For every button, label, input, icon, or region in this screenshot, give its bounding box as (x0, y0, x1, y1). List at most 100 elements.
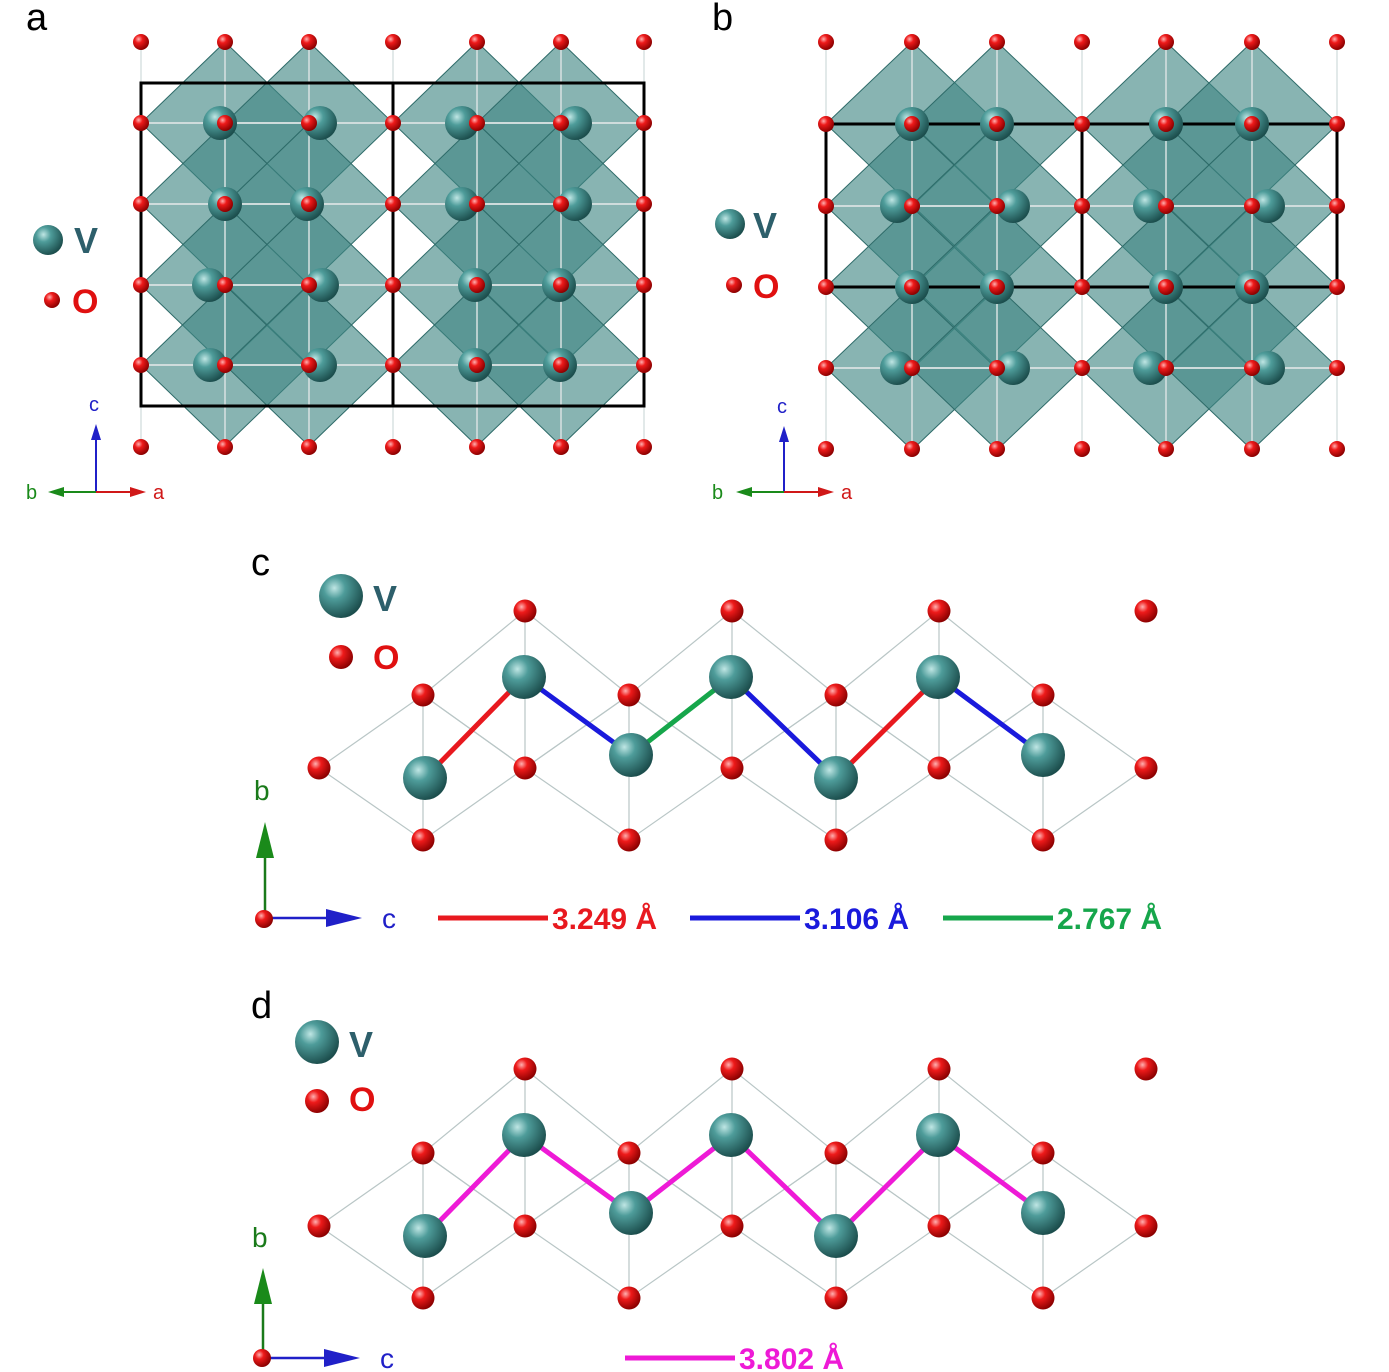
o-atom (636, 115, 652, 131)
o-atom (217, 34, 233, 50)
legend-v-label-b: V (753, 205, 777, 246)
legend-o-label-a: O (72, 283, 98, 321)
o-atom (720, 1214, 744, 1238)
v-atom (1021, 1191, 1065, 1235)
o-atom (469, 115, 485, 131)
distance-label-3-c: 2.767 Å (1057, 903, 1162, 936)
structure-a (133, 34, 652, 455)
o-atom (927, 599, 951, 623)
axis-c-head-d (324, 1349, 360, 1367)
o-atom (553, 357, 569, 373)
o-atom (927, 756, 951, 780)
o-atom (904, 441, 920, 457)
distance-label-1-c: 3.249 Å (552, 903, 657, 936)
o-atom (989, 360, 1005, 376)
o-atom (1158, 360, 1174, 376)
o-atom (1158, 441, 1174, 457)
atoms-b (818, 34, 1345, 457)
o-atom (818, 279, 834, 295)
v-atom (305, 268, 339, 302)
axis-c-head-a (91, 424, 101, 440)
axis-c-label-d: c (380, 1343, 394, 1372)
legend-v-marker-c (319, 574, 363, 618)
axis-c-head-c (326, 909, 362, 927)
v-atom (1133, 189, 1167, 223)
o-atom (1074, 34, 1090, 50)
panel-label-d: d (251, 985, 272, 1027)
axis-b-label-a: b (26, 482, 37, 504)
o-atom (1329, 441, 1345, 457)
o-atom (818, 198, 834, 214)
o-atom (469, 34, 485, 50)
axis-c-label-c: c (382, 903, 396, 934)
v-atom (880, 189, 914, 223)
v-atom (403, 756, 447, 800)
o-atom (636, 357, 652, 373)
axis-a-head-b (818, 487, 834, 497)
legend-v-label-d: V (349, 1024, 373, 1065)
legend-o-label-b: O (753, 268, 779, 306)
distance-label-1-d: 3.802 Å (739, 1343, 844, 1372)
o-atom (989, 34, 1005, 50)
v-atom (709, 655, 753, 699)
v-v-bond (728, 674, 839, 781)
o-atom (301, 357, 317, 373)
o-atom (989, 279, 1005, 295)
o-atom (553, 34, 569, 50)
o-atom (904, 34, 920, 50)
o-atom (1074, 279, 1090, 295)
o-atom (989, 198, 1005, 214)
legend-d: V O (295, 1020, 375, 1119)
chain-c (307, 599, 1158, 852)
chain-d (307, 1057, 1158, 1310)
o-atom (385, 357, 401, 373)
o-atom (217, 439, 233, 455)
o-atom (411, 828, 435, 852)
o-atom (824, 683, 848, 707)
o-atom (307, 1214, 331, 1238)
o-atom (133, 439, 149, 455)
v-atom (502, 655, 546, 699)
o-atom (1074, 360, 1090, 376)
o-atom (133, 277, 149, 293)
o-atom (1158, 198, 1174, 214)
o-atom (513, 1057, 537, 1081)
o-atom (217, 115, 233, 131)
legend-v-marker-b (715, 209, 745, 239)
v-v-bond (833, 1132, 941, 1239)
o-atom (1134, 1057, 1158, 1081)
o-atom (1244, 360, 1260, 376)
v-atom (709, 1113, 753, 1157)
o-atom (1329, 279, 1345, 295)
panel-label-a: a (26, 0, 48, 39)
distance-label-2-c: 3.106 Å (804, 903, 909, 936)
o-atom (133, 115, 149, 131)
o-atom (617, 1286, 641, 1310)
axes-b: c b a (712, 396, 853, 504)
o-atom (1244, 116, 1260, 132)
axis-a-label-a: a (153, 482, 165, 504)
o-atom (1329, 34, 1345, 50)
v-atom (303, 348, 337, 382)
panel-label-c: c (251, 542, 270, 584)
v-atom (193, 348, 227, 382)
o-atom (385, 196, 401, 212)
o-atom (1244, 34, 1260, 50)
o-atom (133, 196, 149, 212)
atoms-a (133, 34, 652, 455)
o-atom (1074, 198, 1090, 214)
v-v-bond (833, 674, 941, 781)
o-atom (1329, 198, 1345, 214)
o-atom (133, 357, 149, 373)
o-atom (824, 828, 848, 852)
o-atom (1031, 1286, 1055, 1310)
legend-o-marker-a (44, 292, 60, 308)
axis-b-label-b: b (712, 482, 723, 504)
legend-o-label-c: O (373, 639, 399, 677)
o-atom (818, 116, 834, 132)
legend-o-marker-c (329, 645, 353, 669)
v-atom (1133, 351, 1167, 385)
structure-b (818, 34, 1345, 457)
v-v-bond (422, 1132, 527, 1239)
v-atom (1021, 733, 1065, 777)
